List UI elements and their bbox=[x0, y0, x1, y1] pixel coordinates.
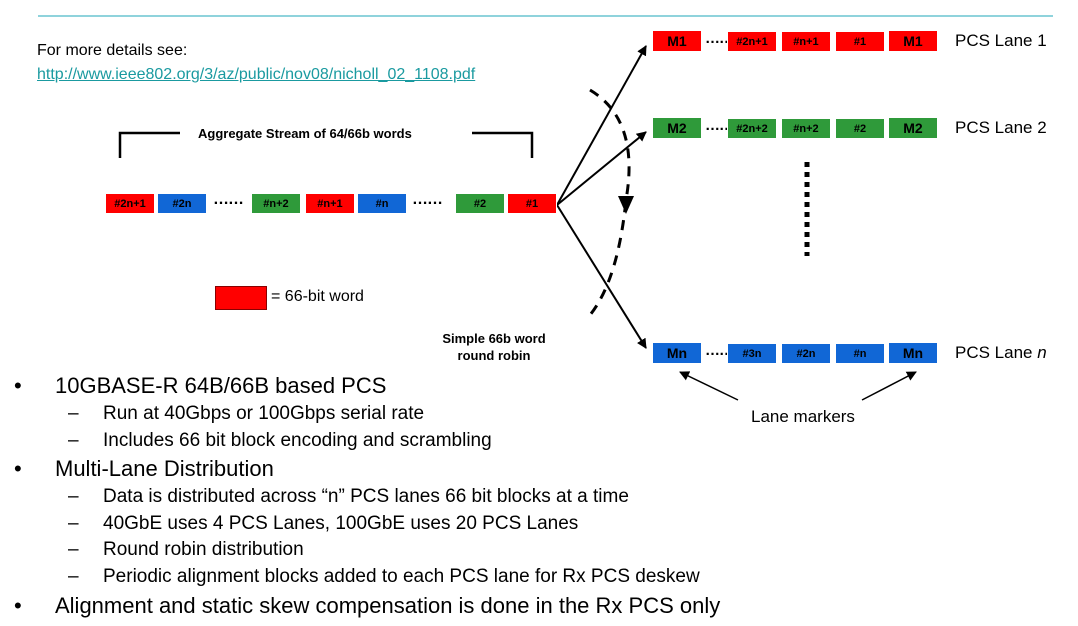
aggregate-dots-1: …… bbox=[213, 191, 244, 208]
sub-dash-2-1: – bbox=[68, 486, 79, 507]
bullet-2: Multi-Lane Distribution bbox=[55, 456, 274, 481]
lane-1-word-1: #2n+1 bbox=[727, 31, 777, 52]
details-label: For more details see: bbox=[37, 42, 188, 59]
aggregate-bracket bbox=[118, 131, 534, 158]
legend-label: = 66-bit word bbox=[271, 288, 364, 305]
word-1: #1 bbox=[507, 193, 557, 214]
sub-dash-1-2: – bbox=[68, 430, 79, 451]
arrow-marker-right bbox=[861, 371, 917, 401]
lane-1-marker: M1 bbox=[652, 30, 702, 52]
lane-n-label: PCS Lane n bbox=[955, 343, 1047, 363]
lane-n-label-var: n bbox=[1037, 343, 1047, 362]
bullet-dot-1: • bbox=[14, 373, 22, 398]
sub-dash-2-4: – bbox=[68, 566, 79, 587]
bullet-dot-2: • bbox=[14, 456, 22, 481]
lane-2-marker: M2 bbox=[652, 117, 702, 139]
arrow-lane-2 bbox=[556, 131, 647, 206]
lane-2-dots: …… bbox=[705, 117, 734, 134]
lane-n-label-prefix: PCS Lane bbox=[955, 343, 1038, 362]
sub-2-1: Data is distributed across “n” PCS lanes… bbox=[103, 486, 629, 507]
lane-2-end-marker: M2 bbox=[888, 117, 938, 139]
aggregate-title: Aggregate Stream of 64/66b words bbox=[198, 126, 412, 141]
lane-n-end-marker: Mn bbox=[888, 342, 938, 364]
word-2n+1: #2n+1 bbox=[105, 193, 155, 214]
lane-2-word-2: #n+2 bbox=[781, 118, 831, 139]
title-rule bbox=[38, 15, 1053, 17]
lane-2-label: PCS Lane 2 bbox=[955, 118, 1047, 137]
lane-2-word-3: #2 bbox=[835, 118, 885, 139]
arrow-lane-n bbox=[556, 204, 647, 349]
sub-1-2: Includes 66 bit block encoding and scram… bbox=[103, 430, 492, 451]
word-2n: #2n bbox=[157, 193, 207, 214]
lane-n-word-2: #2n bbox=[781, 343, 831, 364]
lane-1-end-marker: M1 bbox=[888, 30, 938, 52]
lane-1-label: PCS Lane 1 bbox=[955, 31, 1047, 50]
round-robin-line-2: round robin bbox=[457, 348, 531, 363]
sub-dash-2-3: – bbox=[68, 539, 79, 560]
bullet-dot-3: • bbox=[14, 593, 22, 618]
lane-1-word-3: #1 bbox=[835, 31, 885, 52]
sub-2-2: 40GbE uses 4 PCS Lanes, 100GbE uses 20 P… bbox=[103, 513, 579, 534]
bullet-3: Alignment and static skew compensation i… bbox=[55, 593, 721, 618]
arrow-lane-1 bbox=[556, 45, 647, 206]
lane-n-word-3: #n bbox=[835, 343, 885, 364]
lane-1-word-2: #n+1 bbox=[781, 31, 831, 52]
legend-swatch bbox=[215, 286, 267, 310]
lane-n-marker: Mn bbox=[652, 342, 702, 364]
sub-2-4: Periodic alignment blocks added to each … bbox=[103, 566, 700, 587]
details-link[interactable]: http://www.ieee802.org/3/az/public/nov08… bbox=[37, 66, 476, 83]
bullet-1: 10GBASE-R 64B/66B based PCS bbox=[55, 373, 387, 398]
sub-dash-1-1: – bbox=[68, 403, 79, 424]
lane-n-dots: …… bbox=[705, 342, 734, 359]
word-2: #2 bbox=[455, 193, 505, 214]
aggregate-dots-2: …… bbox=[412, 191, 443, 208]
lane-1-dots: …… bbox=[705, 30, 734, 47]
lane-2-word-1: #2n+2 bbox=[727, 118, 777, 139]
word-n: #n bbox=[357, 193, 407, 214]
round-robin-arrowhead bbox=[618, 196, 634, 214]
word-n+2: #n+2 bbox=[251, 193, 301, 214]
round-robin-line-1: Simple 66b word bbox=[442, 331, 546, 346]
word-n+1: #n+1 bbox=[305, 193, 355, 214]
sub-1-1: Run at 40Gbps or 100Gbps serial rate bbox=[103, 403, 425, 424]
lane-markers-label: Lane markers bbox=[751, 407, 855, 426]
lane-n-word-1: #3n bbox=[727, 343, 777, 364]
sub-2-3: Round robin distribution bbox=[103, 539, 304, 560]
sub-dash-2-2: – bbox=[68, 513, 79, 534]
arrow-marker-left bbox=[679, 371, 739, 401]
